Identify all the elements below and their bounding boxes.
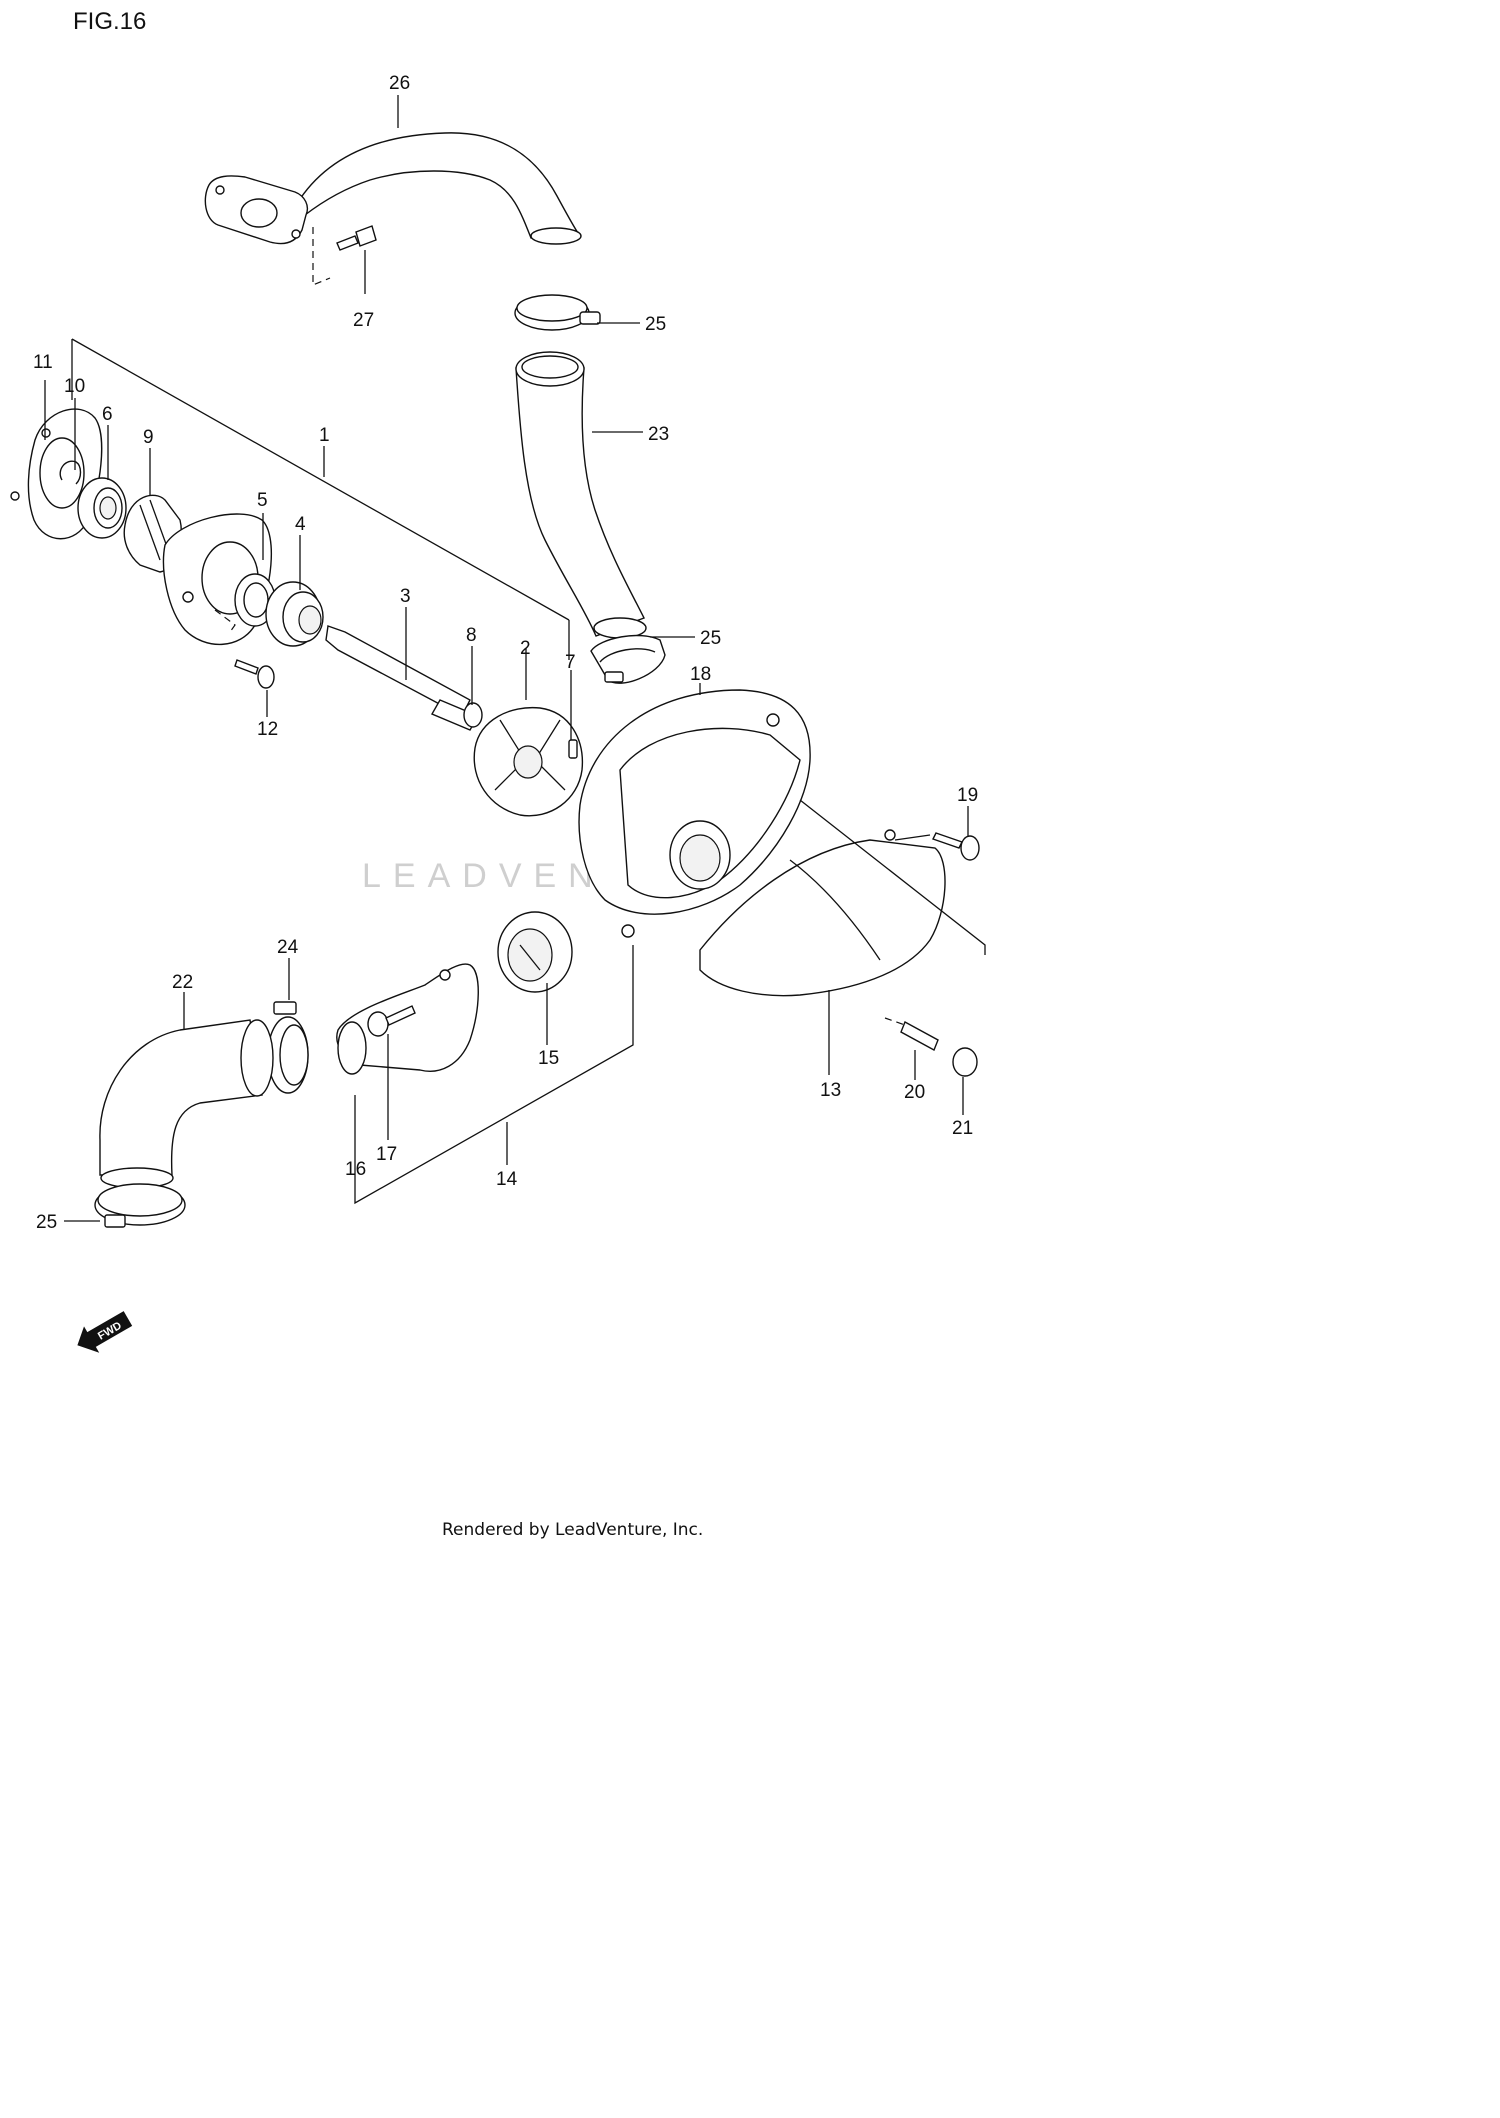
callout-26: 26	[389, 73, 410, 94]
callout-18: 18	[690, 664, 711, 685]
rendered-by-footer: Rendered by LeadVenture, Inc.	[442, 1520, 703, 1540]
part-6-bearing	[77, 477, 127, 539]
part-13-cover	[699, 829, 946, 997]
bracket-13	[799, 799, 986, 955]
part-25-clamp-lower	[94, 1183, 186, 1228]
part-22-elbow-hose	[99, 1019, 274, 1189]
parts-diagram: FIG.16 LEADVENTURE	[10, 8, 986, 1540]
callout-8: 8	[466, 625, 477, 646]
callout-21: 21	[952, 1118, 973, 1139]
part-4-mechanical-seal	[265, 581, 324, 647]
callout-16: 16	[345, 1159, 366, 1180]
part-19-bolt	[932, 832, 980, 861]
callouts: 26 27 25 23 25 11 10 6 9 1 5 4 3 8 2 7 1…	[33, 73, 978, 1233]
part-12-screw	[234, 659, 275, 689]
callout-5: 5	[257, 490, 268, 511]
callout-19: 19	[957, 785, 978, 806]
callout-22: 22	[172, 972, 193, 993]
callout-25-middle: 25	[700, 628, 721, 649]
callout-27: 27	[353, 310, 374, 331]
bracket-14	[354, 945, 634, 1205]
callout-23: 23	[648, 424, 669, 445]
part-3-shaft	[325, 625, 479, 731]
callout-13: 13	[820, 1080, 841, 1101]
callout-1: 1	[319, 425, 330, 446]
part-21-nut	[952, 1047, 978, 1077]
callout-15: 15	[538, 1048, 559, 1069]
part-26-pipe	[204, 132, 582, 245]
part-16-thermostat-housing	[336, 963, 479, 1075]
part-7-pin	[568, 739, 578, 759]
callout-11: 11	[33, 352, 53, 373]
callout-20: 20	[904, 1082, 925, 1103]
callout-24: 24	[277, 937, 299, 958]
figure-title: FIG.16	[73, 8, 146, 35]
callout-10: 10	[64, 376, 85, 397]
part-18-pump-cover	[578, 689, 811, 938]
exploded-view-svg: FIG.16 LEADVENTURE	[10, 8, 986, 1540]
leader-lines	[44, 95, 969, 1222]
callout-25-upper: 25	[645, 314, 666, 335]
part-20-stud	[884, 1017, 939, 1051]
fwd-arrow-icon: FWD	[77, 1311, 133, 1353]
callout-2: 2	[520, 638, 531, 659]
callout-17: 17	[376, 1144, 397, 1165]
part-27-bolt	[312, 225, 377, 286]
callout-14: 14	[496, 1169, 518, 1190]
callout-3: 3	[400, 586, 411, 607]
part-2-impeller	[473, 706, 584, 817]
part-8-washer	[463, 702, 483, 728]
callout-6: 6	[102, 404, 113, 425]
callout-12: 12	[257, 719, 278, 740]
callout-4: 4	[295, 514, 306, 535]
part-23-hose	[515, 351, 647, 639]
part-25-clamp-upper	[514, 294, 601, 331]
callout-9: 9	[143, 427, 154, 448]
part-15-thermostat	[497, 911, 573, 993]
callout-7: 7	[565, 652, 576, 673]
callout-25-lower: 25	[36, 1212, 57, 1233]
assembly-bracket-1	[71, 338, 570, 660]
part-17-screw	[367, 1005, 416, 1037]
part-24-clamp	[267, 1001, 309, 1094]
part-5-ring	[234, 573, 276, 627]
fwd-label: FWD	[96, 1320, 124, 1343]
part-25-clamp-middle	[590, 634, 666, 684]
